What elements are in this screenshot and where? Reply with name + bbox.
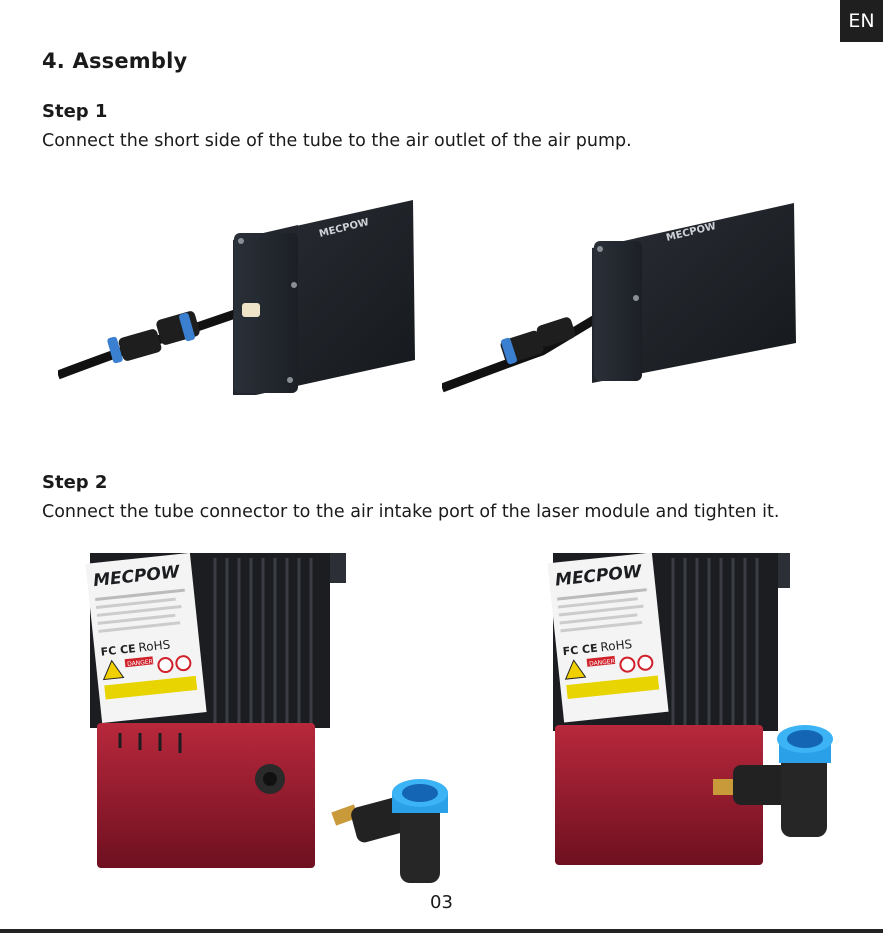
step-1-text: Connect the short side of the tube to th… <box>42 131 632 151</box>
section-title: 4. Assembly <box>42 49 187 73</box>
photo-laser-connector-attached: MECPOW FC CE RoHS DANGER <box>543 553 843 888</box>
photo-laser-connector-detached: MECPOW FC CE RoHS DANGER <box>85 553 455 888</box>
step-2-text: Connect the tube connector to the air in… <box>42 502 779 522</box>
footer-rule <box>0 929 883 933</box>
page-number: 03 <box>0 892 883 913</box>
step-1-title: Step 1 <box>42 101 107 122</box>
photo-pump-tube-attached: MECPOW <box>442 203 800 393</box>
air-outlet <box>242 303 260 317</box>
tube-connector <box>107 310 201 364</box>
product-label: MECPOW FC CE RoHS DANGER <box>85 553 206 723</box>
tube-connector <box>499 316 576 365</box>
elbow-connector <box>331 779 448 883</box>
photo-pump-tube-detached: MECPOW <box>58 195 423 395</box>
step-2-title: Step 2 <box>42 472 107 493</box>
product-label: MECPOW FC CE RoHS DANGER <box>547 553 668 723</box>
language-badge: EN <box>840 0 883 42</box>
